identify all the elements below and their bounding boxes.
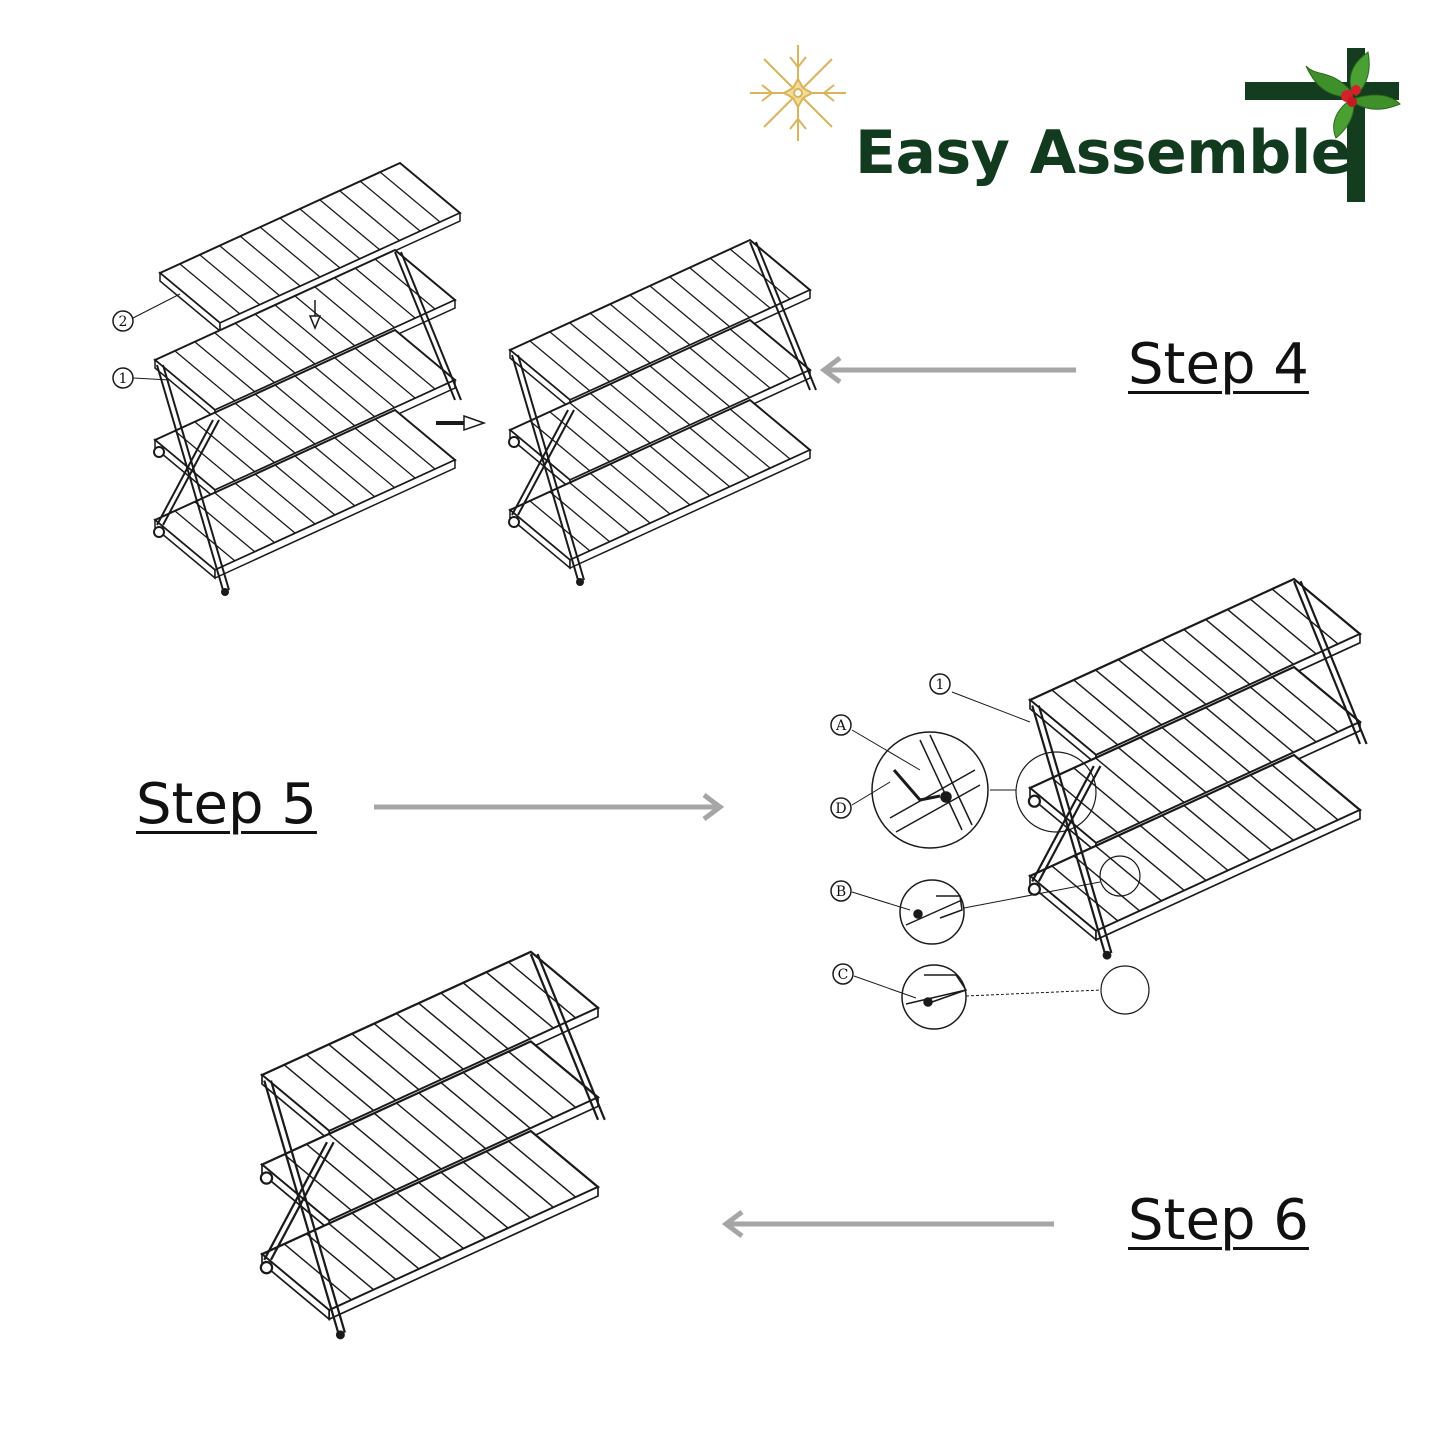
callout-detail-c: C (838, 967, 849, 983)
step-6-finished-rack (261, 952, 605, 1340)
step-4-assembled-view (509, 240, 816, 586)
step-5-arrow (374, 793, 725, 821)
callout-detail-a: A (835, 718, 847, 734)
callout-part-1: 1 (119, 371, 128, 387)
holly-ribbon-icon (1245, 48, 1401, 202)
step-4-arrow (819, 356, 1076, 384)
callout-part-1-detail: 1 (936, 677, 945, 693)
step-5-detail-view: 1 A D B C (830, 579, 1367, 1030)
callout-detail-b: B (836, 884, 846, 900)
step-4-label: Step 4 (1128, 332, 1309, 397)
snowflake-icon (750, 45, 846, 141)
transition-arrow-icon (436, 414, 487, 432)
callout-detail-d: D (835, 801, 846, 817)
callout-part-2: 2 (119, 314, 128, 330)
page-title: Easy Assemble (855, 118, 1351, 188)
step-6-label: Step 6 (1128, 1188, 1309, 1253)
step-5-label: Step 5 (136, 772, 317, 837)
step-6-arrow (721, 1210, 1054, 1238)
step-4-exploded-view: 2 1 (112, 162, 461, 596)
